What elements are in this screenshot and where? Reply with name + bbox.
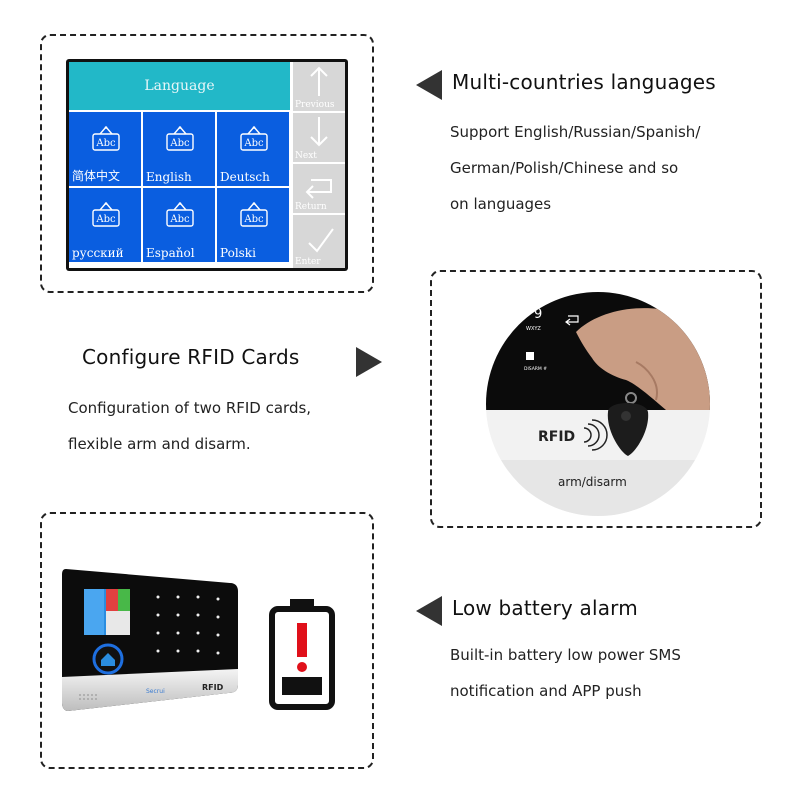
unlock-icon bbox=[526, 352, 534, 360]
wireless-signal-icon bbox=[583, 419, 608, 451]
battery-description: Built-in battery low power SMS notificat… bbox=[450, 646, 681, 700]
svg-text:Abc: Abc bbox=[169, 138, 190, 149]
checkmark-icon bbox=[308, 228, 334, 253]
language-header: Language bbox=[69, 62, 290, 110]
languages-description: Support English/Russian/Spanish/ German/… bbox=[450, 123, 701, 213]
svg-text:Abc: Abc bbox=[169, 214, 190, 225]
rfid-image-frame bbox=[430, 270, 762, 528]
language-cell-polish[interactable]: Abc Polski bbox=[217, 188, 289, 262]
triangle-pointer-right-icon bbox=[356, 347, 382, 377]
language-label: Polski bbox=[220, 246, 256, 260]
svg-text:DISARM #: DISARM # bbox=[524, 366, 547, 372]
abc-sign-icon: Abc bbox=[166, 202, 194, 227]
return-arrow-icon bbox=[305, 179, 332, 199]
language-cell-russian[interactable]: Abc русский bbox=[69, 188, 141, 262]
language-label: Deutsch bbox=[220, 170, 270, 184]
abc-sign-icon: Abc bbox=[92, 126, 120, 151]
return-arrow-icon bbox=[565, 315, 579, 326]
language-label: русский bbox=[72, 246, 124, 260]
arrow-up-icon bbox=[310, 66, 328, 96]
battery-title: Low battery alarm bbox=[452, 596, 638, 620]
rfid-title: Configure RFID Cards bbox=[82, 345, 300, 369]
alarm-panel-device: Secrui RFID bbox=[62, 569, 238, 711]
language-label: Espaňol bbox=[146, 246, 195, 260]
arrow-down-icon bbox=[310, 117, 328, 147]
low-battery-icon bbox=[269, 599, 335, 710]
home-icon bbox=[101, 653, 115, 666]
languages-title: Multi-countries languages bbox=[452, 70, 716, 94]
rfid-device-photo: 9 WXYZ DISARM # RFID arm/disarm bbox=[486, 292, 710, 516]
language-label: English bbox=[146, 170, 192, 184]
language-label: 简体中文 bbox=[72, 169, 121, 183]
rfid-description: Configuration of two RFID cards, flexibl… bbox=[68, 399, 312, 453]
language-cell-spanish[interactable]: Abc Espaňol bbox=[143, 188, 215, 262]
battery-image-frame bbox=[40, 512, 374, 769]
language-image-frame bbox=[40, 34, 374, 293]
triangle-pointer-left-icon bbox=[416, 70, 442, 100]
abc-sign-icon: Abc bbox=[240, 202, 268, 227]
rfid-illustration: 9 WXYZ DISARM # RFID arm/disarm bbox=[486, 292, 710, 516]
nav-next-button[interactable]: Next bbox=[293, 113, 345, 162]
svg-text:Abc: Abc bbox=[243, 214, 264, 225]
nav-return-button[interactable]: Return bbox=[293, 164, 345, 213]
triangle-pointer-left-icon bbox=[416, 596, 442, 626]
abc-sign-icon: Abc bbox=[92, 202, 120, 227]
language-lcd-screen: Language Abc 简体中文 Abc English bbox=[66, 59, 348, 271]
device-rfid-logo: RFID bbox=[202, 683, 224, 692]
rfid-logo: RFID bbox=[538, 429, 575, 445]
nav-enter-button[interactable]: Enter bbox=[293, 215, 345, 268]
svg-text:WXYZ: WXYZ bbox=[526, 326, 541, 332]
rfid-caption: arm/disarm bbox=[558, 475, 627, 489]
svg-text:Abc: Abc bbox=[243, 138, 264, 149]
svg-text:Abc: Abc bbox=[95, 214, 116, 225]
abc-sign-icon: Abc bbox=[240, 126, 268, 151]
language-cell-deutsch[interactable]: Abc Deutsch bbox=[217, 112, 289, 186]
language-cell-chinese[interactable]: Abc 简体中文 bbox=[69, 112, 141, 186]
svg-text:Abc: Abc bbox=[95, 138, 116, 149]
nav-previous-button[interactable]: Previous bbox=[293, 62, 345, 111]
language-cell-english[interactable]: Abc English bbox=[143, 112, 215, 186]
abc-sign-icon: Abc bbox=[166, 126, 194, 151]
brand-label: Secrui bbox=[146, 688, 165, 695]
svg-text:9: 9 bbox=[534, 307, 542, 322]
